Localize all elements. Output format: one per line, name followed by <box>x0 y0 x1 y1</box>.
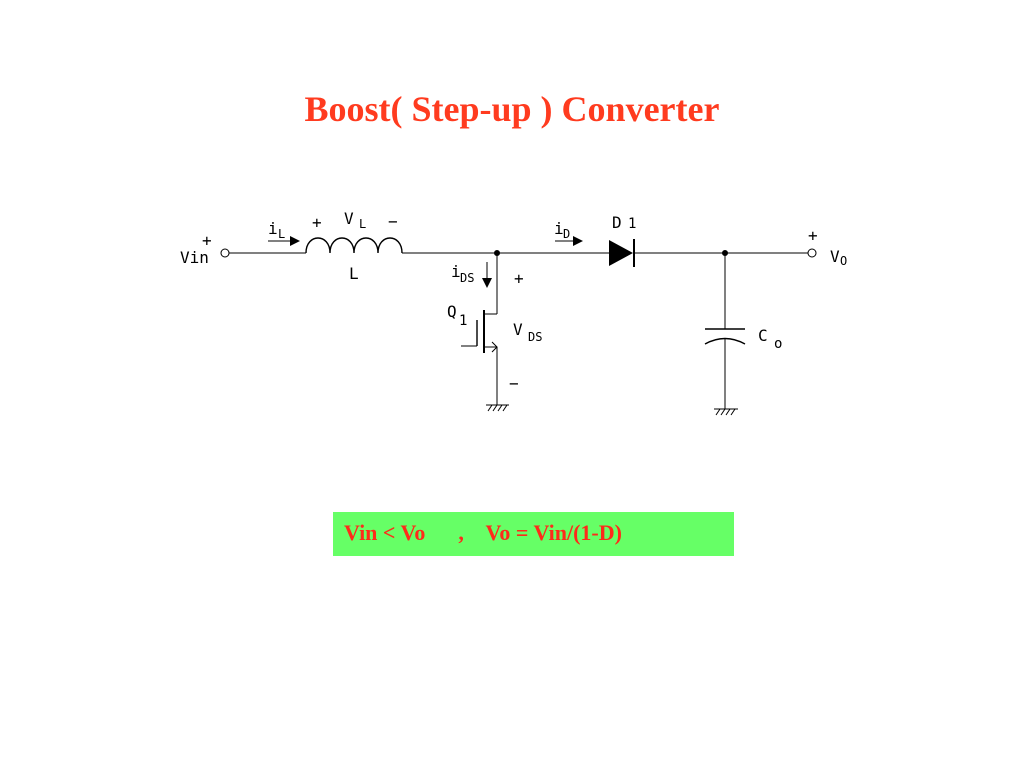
iL-main: i <box>268 219 278 238</box>
Co-main: C <box>758 326 768 345</box>
D1-main: D <box>612 213 622 232</box>
Q1-sub: 1 <box>459 313 467 329</box>
formula-box: Vin < Vo , Vo = Vin/(1-D) <box>333 512 734 556</box>
iD-arrow-head <box>573 236 583 246</box>
page-title: Boost( Step-up ) Converter <box>304 89 720 129</box>
iD-sub: D <box>563 227 570 241</box>
vin-plus: + <box>202 231 212 250</box>
diode-symbol <box>609 240 633 266</box>
vo-plus: + <box>808 226 818 245</box>
VL-sub: L <box>359 217 366 231</box>
Vo-main: V <box>830 247 840 266</box>
vds-minus: − <box>509 374 519 393</box>
iL-arrow-head <box>290 236 300 246</box>
Q1-main: Q <box>447 302 457 321</box>
ground-switch <box>486 404 509 412</box>
iDS-arrow-head <box>482 278 492 288</box>
iDS-main: i <box>451 262 461 281</box>
inductor-label: L <box>349 264 359 283</box>
iDS-sub: DS <box>460 271 474 285</box>
VDS-sub: DS <box>528 330 542 344</box>
VL-main: V <box>344 209 354 228</box>
vin-terminal <box>220 248 230 258</box>
vl-plus: + <box>312 213 322 232</box>
inductor-coil <box>305 237 403 254</box>
vo-terminal <box>807 248 817 258</box>
D1-sub: 1 <box>628 216 636 232</box>
vds-plus: + <box>514 269 524 288</box>
vin-label: Vin <box>180 248 209 267</box>
iL-sub: L <box>278 227 285 241</box>
ground-cap <box>714 408 738 416</box>
VDS-main: V <box>513 320 523 339</box>
Co-sub: o <box>774 336 782 352</box>
vl-minus: − <box>388 212 398 231</box>
iD-main: i <box>554 219 564 238</box>
Vo-sub: O <box>840 254 847 268</box>
